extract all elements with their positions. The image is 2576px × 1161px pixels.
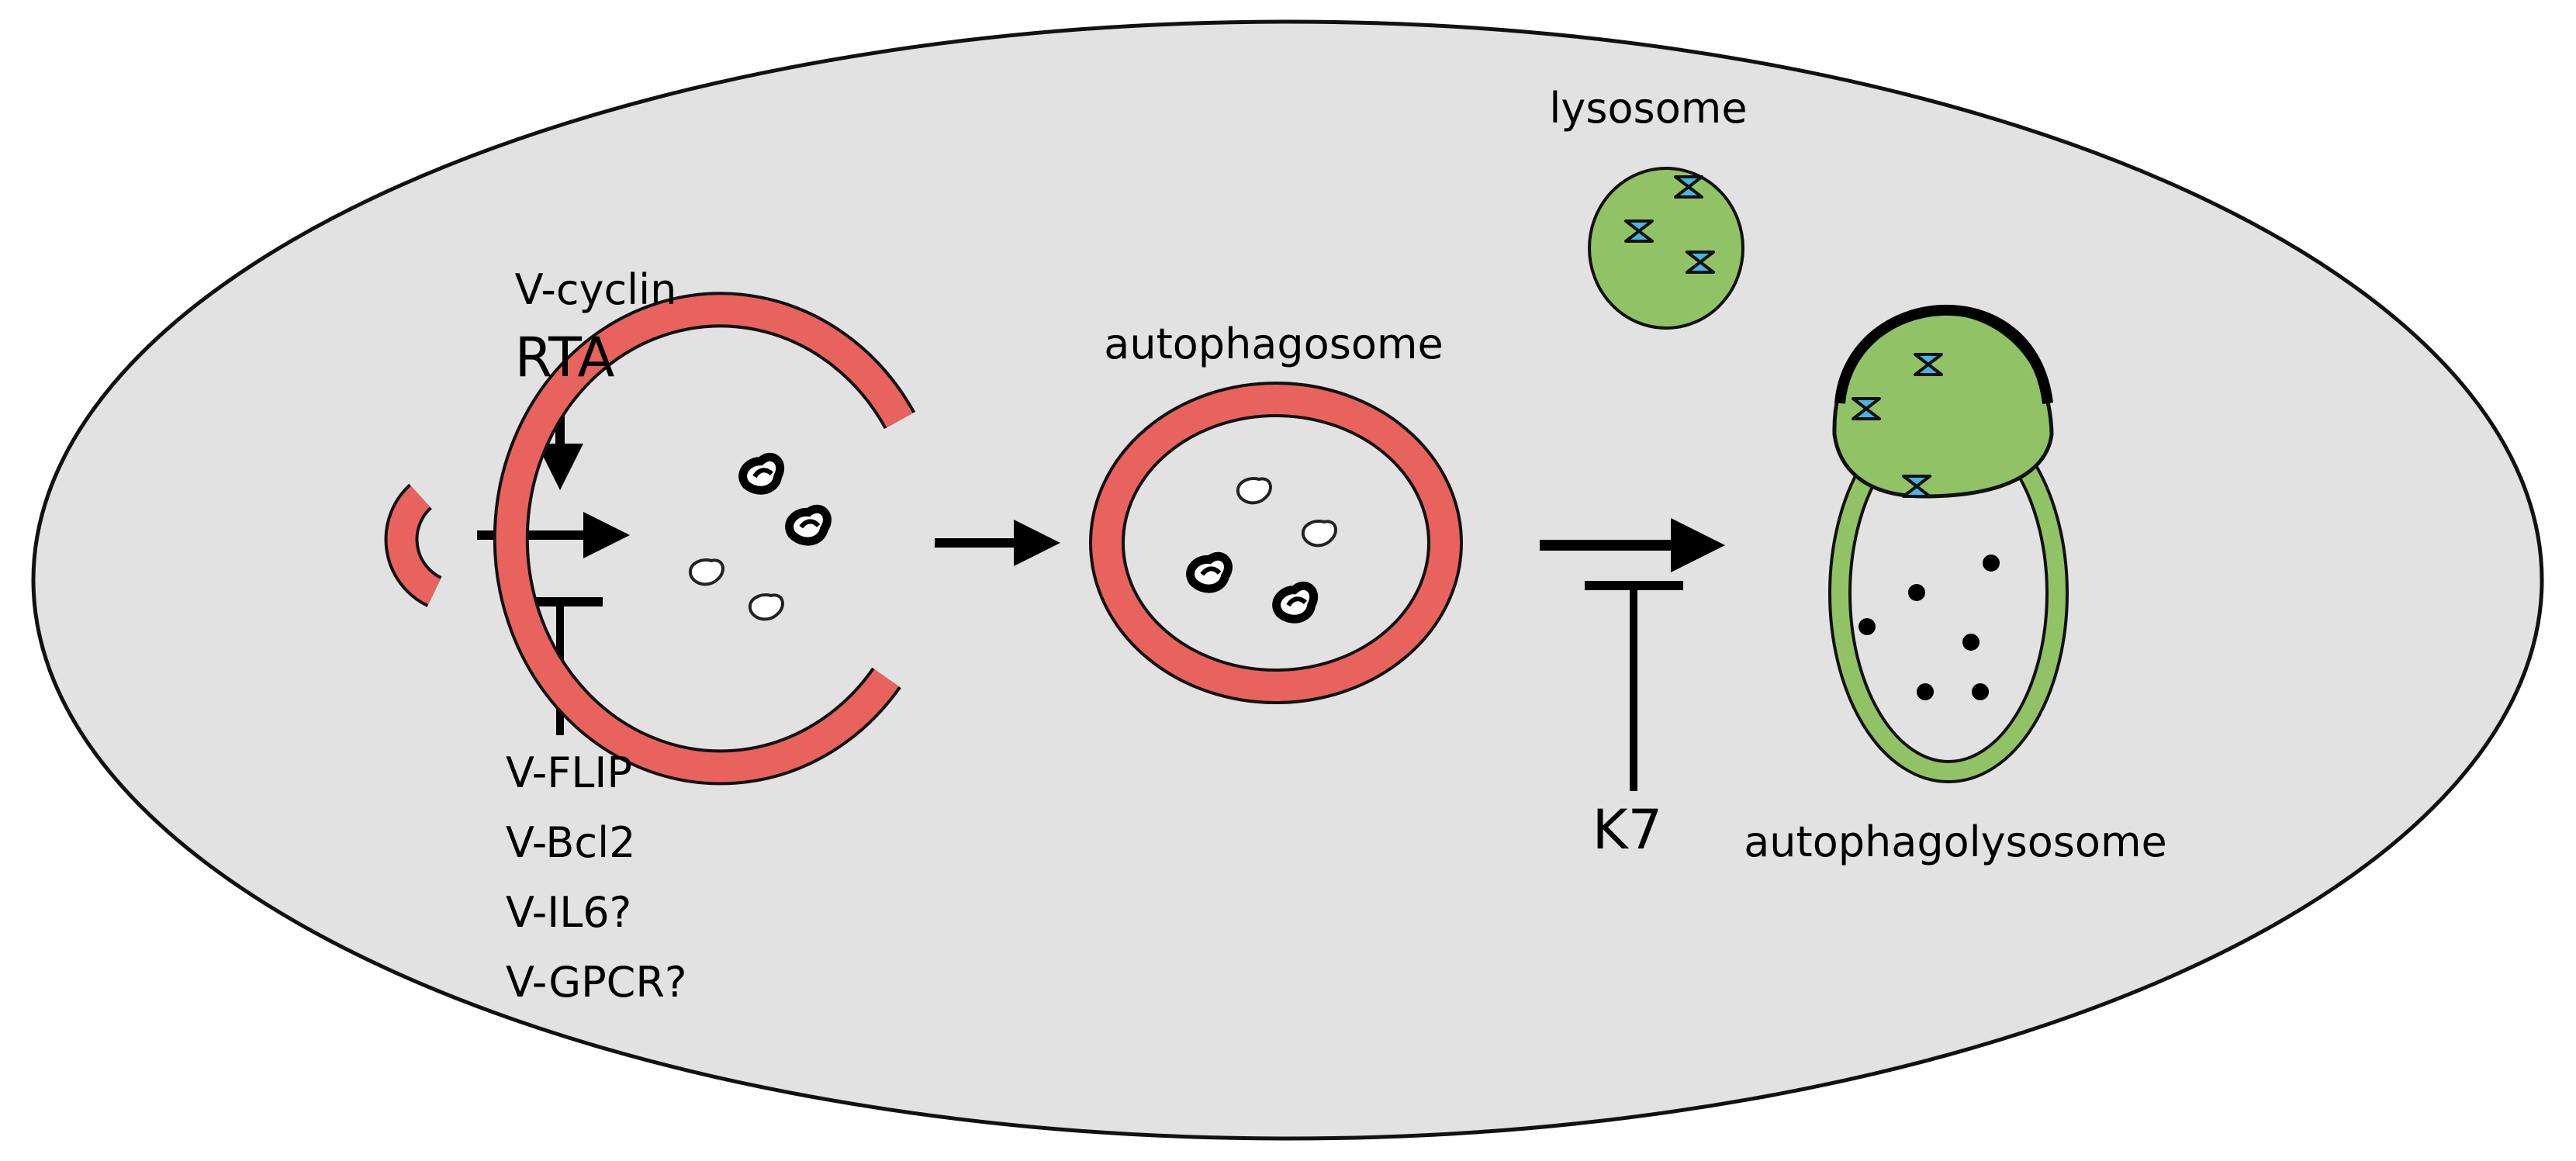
autophagolysosome-label: autophagolysosome: [1744, 817, 2167, 866]
k7-label: K7: [1592, 798, 1662, 862]
t-bar-inhibition-icon: [1585, 581, 1683, 791]
open-membrane-icon: [493, 292, 916, 786]
inducer-v-cyclin: V-cyclin: [515, 265, 677, 314]
inhibitor-label: V-FLIP: [506, 748, 632, 797]
lysosome-vesicle-icon: [1588, 167, 1744, 330]
inhibitor-label: V-Bcl2: [506, 818, 635, 867]
mitochondria-cargo-icon: [688, 558, 724, 586]
lysosome-label: lysosome: [1549, 84, 1747, 133]
mitochondria-cargo-icon: [1301, 519, 1337, 548]
autophagolysosome-vesicle-icon: [1828, 305, 2069, 783]
inhibitor-label: V-GPCR?: [506, 958, 687, 1007]
inhibitor-label: V-IL6?: [506, 888, 631, 937]
autophagosome-label: autophagosome: [1104, 320, 1443, 368]
crescent-membrane-icon: [384, 483, 443, 607]
inducer-rta: RTA: [515, 326, 615, 389]
degraded-cargo-dots: [1859, 555, 2000, 700]
mitochondria-cargo-icon: [748, 593, 784, 621]
double-membrane-vesicle-icon: [1089, 382, 1463, 704]
mitochondria-cargo-icon: [1236, 476, 1272, 505]
